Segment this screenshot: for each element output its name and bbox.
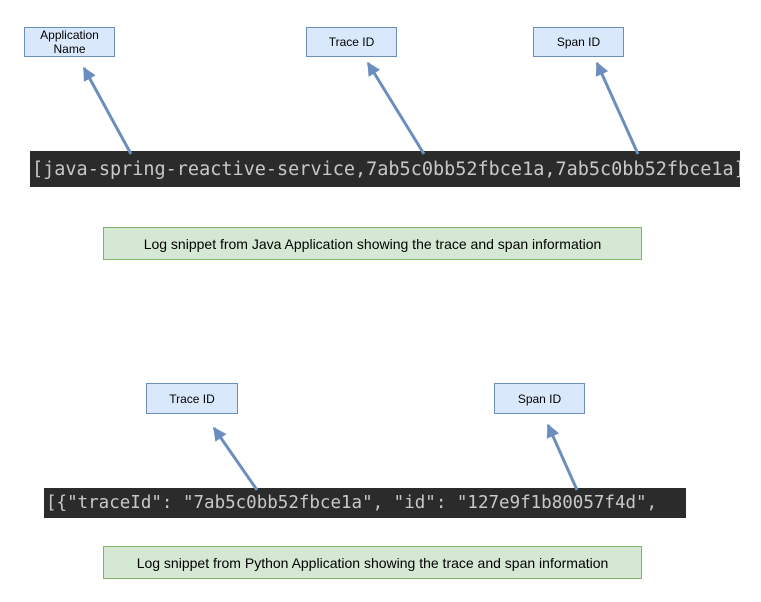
python-span-id-arrow <box>546 423 579 491</box>
application-name-text: Application Name <box>40 28 99 56</box>
python-caption-text: Log snippet from Python Application show… <box>136 554 609 571</box>
java-span-id-text: Span ID <box>556 35 601 49</box>
java-span-id-arrow <box>595 61 640 155</box>
application-name-label: Application Name <box>24 27 115 57</box>
application-name-arrow <box>82 66 133 155</box>
python-log-text: [{"traceId": "7ab5c0bb52fbce1a", "id": "… <box>46 493 658 513</box>
python-span-id-label: Span ID <box>494 383 585 414</box>
python-span-id-text: Span ID <box>517 391 562 406</box>
python-trace-id-text: Trace ID <box>169 391 215 406</box>
python-caption: Log snippet from Python Application show… <box>103 546 642 579</box>
java-trace-id-label: Trace ID <box>306 27 397 57</box>
java-span-id-label: Span ID <box>533 27 624 57</box>
python-trace-id-arrow <box>212 426 259 491</box>
python-log-snippet: [{"traceId": "7ab5c0bb52fbce1a", "id": "… <box>44 488 686 518</box>
python-trace-id-label: Trace ID <box>146 383 238 414</box>
java-caption-text: Log snippet from Java Application showin… <box>143 235 602 252</box>
java-caption: Log snippet from Java Application showin… <box>103 227 642 260</box>
java-log-text: [java-spring-reactive-service,7ab5c0bb52… <box>32 158 740 180</box>
java-trace-id-text: Trace ID <box>328 35 375 49</box>
java-log-snippet: [java-spring-reactive-service,7ab5c0bb52… <box>30 151 740 187</box>
java-trace-id-arrow <box>366 61 426 155</box>
